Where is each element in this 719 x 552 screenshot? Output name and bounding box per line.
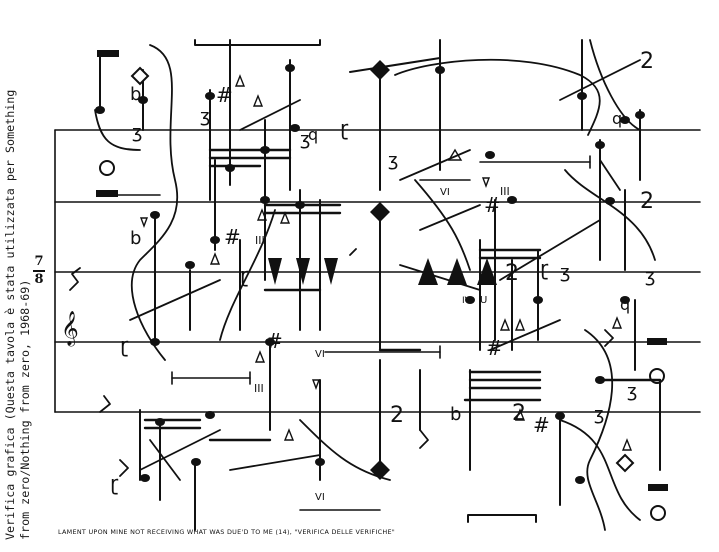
mark-tau-c: ɽ — [110, 471, 119, 495]
text-marks: 2 2 2 2 2 b b b # # # # # # VI VI VI IV … — [110, 49, 655, 503]
mark-sharp-c: # — [266, 329, 283, 353]
mark-IV: IV — [462, 296, 472, 306]
staff-lines — [54, 129, 701, 413]
time-signature-bottom: 8 — [34, 272, 44, 287]
mark-tau-b: ɽ — [120, 333, 129, 357]
mark-VI-b: VI — [315, 492, 325, 503]
triangle-notes — [268, 258, 497, 285]
mark-sigma-d: ʒ — [594, 404, 604, 425]
mark-sigma-h: ʒ — [627, 381, 637, 402]
mark-2-e: 2 — [512, 401, 526, 426]
mark-sigma-a: ʒ — [132, 122, 142, 143]
mark-tau-a: ɽ — [340, 116, 349, 140]
mark-tau-e: ɽ — [540, 256, 549, 280]
mark-III-c: III — [255, 234, 265, 247]
mark-sharp-d: # — [484, 193, 501, 217]
time-signature-top: 7 — [34, 254, 44, 269]
mark-sigma-b: ʒ — [388, 150, 398, 171]
mark-III-b: III — [254, 382, 264, 395]
time-signature: 7 8 — [32, 255, 46, 287]
side-caption-line-1: Verifica grafica (Questa tavola è stata … — [3, 89, 17, 540]
mark-VI-c: VI — [440, 187, 450, 198]
mark-VI-a: VI — [315, 349, 325, 360]
mark-q-c: q — [620, 295, 630, 314]
rest-marks — [69, 248, 614, 477]
mark-flat-b: b — [130, 228, 141, 249]
mark-sharp-e: # — [533, 413, 550, 437]
mark-sigma-c: ʒ — [300, 129, 310, 150]
small-triangles — [139, 74, 633, 451]
mark-2-d: 2 — [390, 403, 404, 428]
diamond-notes — [130, 60, 635, 480]
mark-sigma-g: ʒ — [560, 262, 570, 283]
filled-notes — [95, 64, 645, 484]
beams — [143, 148, 662, 442]
mark-2-c: 2 — [505, 261, 519, 286]
side-caption-line-2: from zero/Nothing from zero, 1968-69) — [18, 279, 32, 540]
time-signature-bar — [33, 270, 45, 272]
mark-sharp-a: # — [216, 83, 233, 107]
mark-sharp-f: # — [486, 336, 503, 360]
mark-q-a: q — [308, 125, 318, 144]
open-notes — [99, 160, 666, 521]
mark-flat-c: b — [450, 404, 461, 425]
mark-III-a: III — [500, 185, 510, 198]
mark-flat-a: b — [130, 84, 141, 105]
mark-sharp-b: # — [224, 225, 241, 249]
bottom-caption: LAMENT UPON MINE NOT RECEIVING WHAT WAS … — [58, 528, 396, 536]
slashes — [129, 59, 641, 481]
rest-blocks — [96, 50, 668, 491]
span-lines — [99, 155, 591, 511]
mark-tau-d: ɽ — [240, 263, 249, 287]
mark-sigma-e: ʒ — [645, 266, 655, 287]
note-stems — [99, 39, 661, 531]
mark-2-b: 2 — [640, 189, 654, 214]
treble-clef-icon: 𝄞 — [61, 311, 79, 346]
mark-2-a: 2 — [640, 49, 654, 74]
flowing-curves — [94, 39, 656, 531]
mark-u: U — [480, 295, 487, 306]
top-brackets — [194, 39, 537, 523]
mark-sigma-f: ʒ — [200, 106, 210, 127]
mark-q-b: q — [612, 109, 622, 128]
